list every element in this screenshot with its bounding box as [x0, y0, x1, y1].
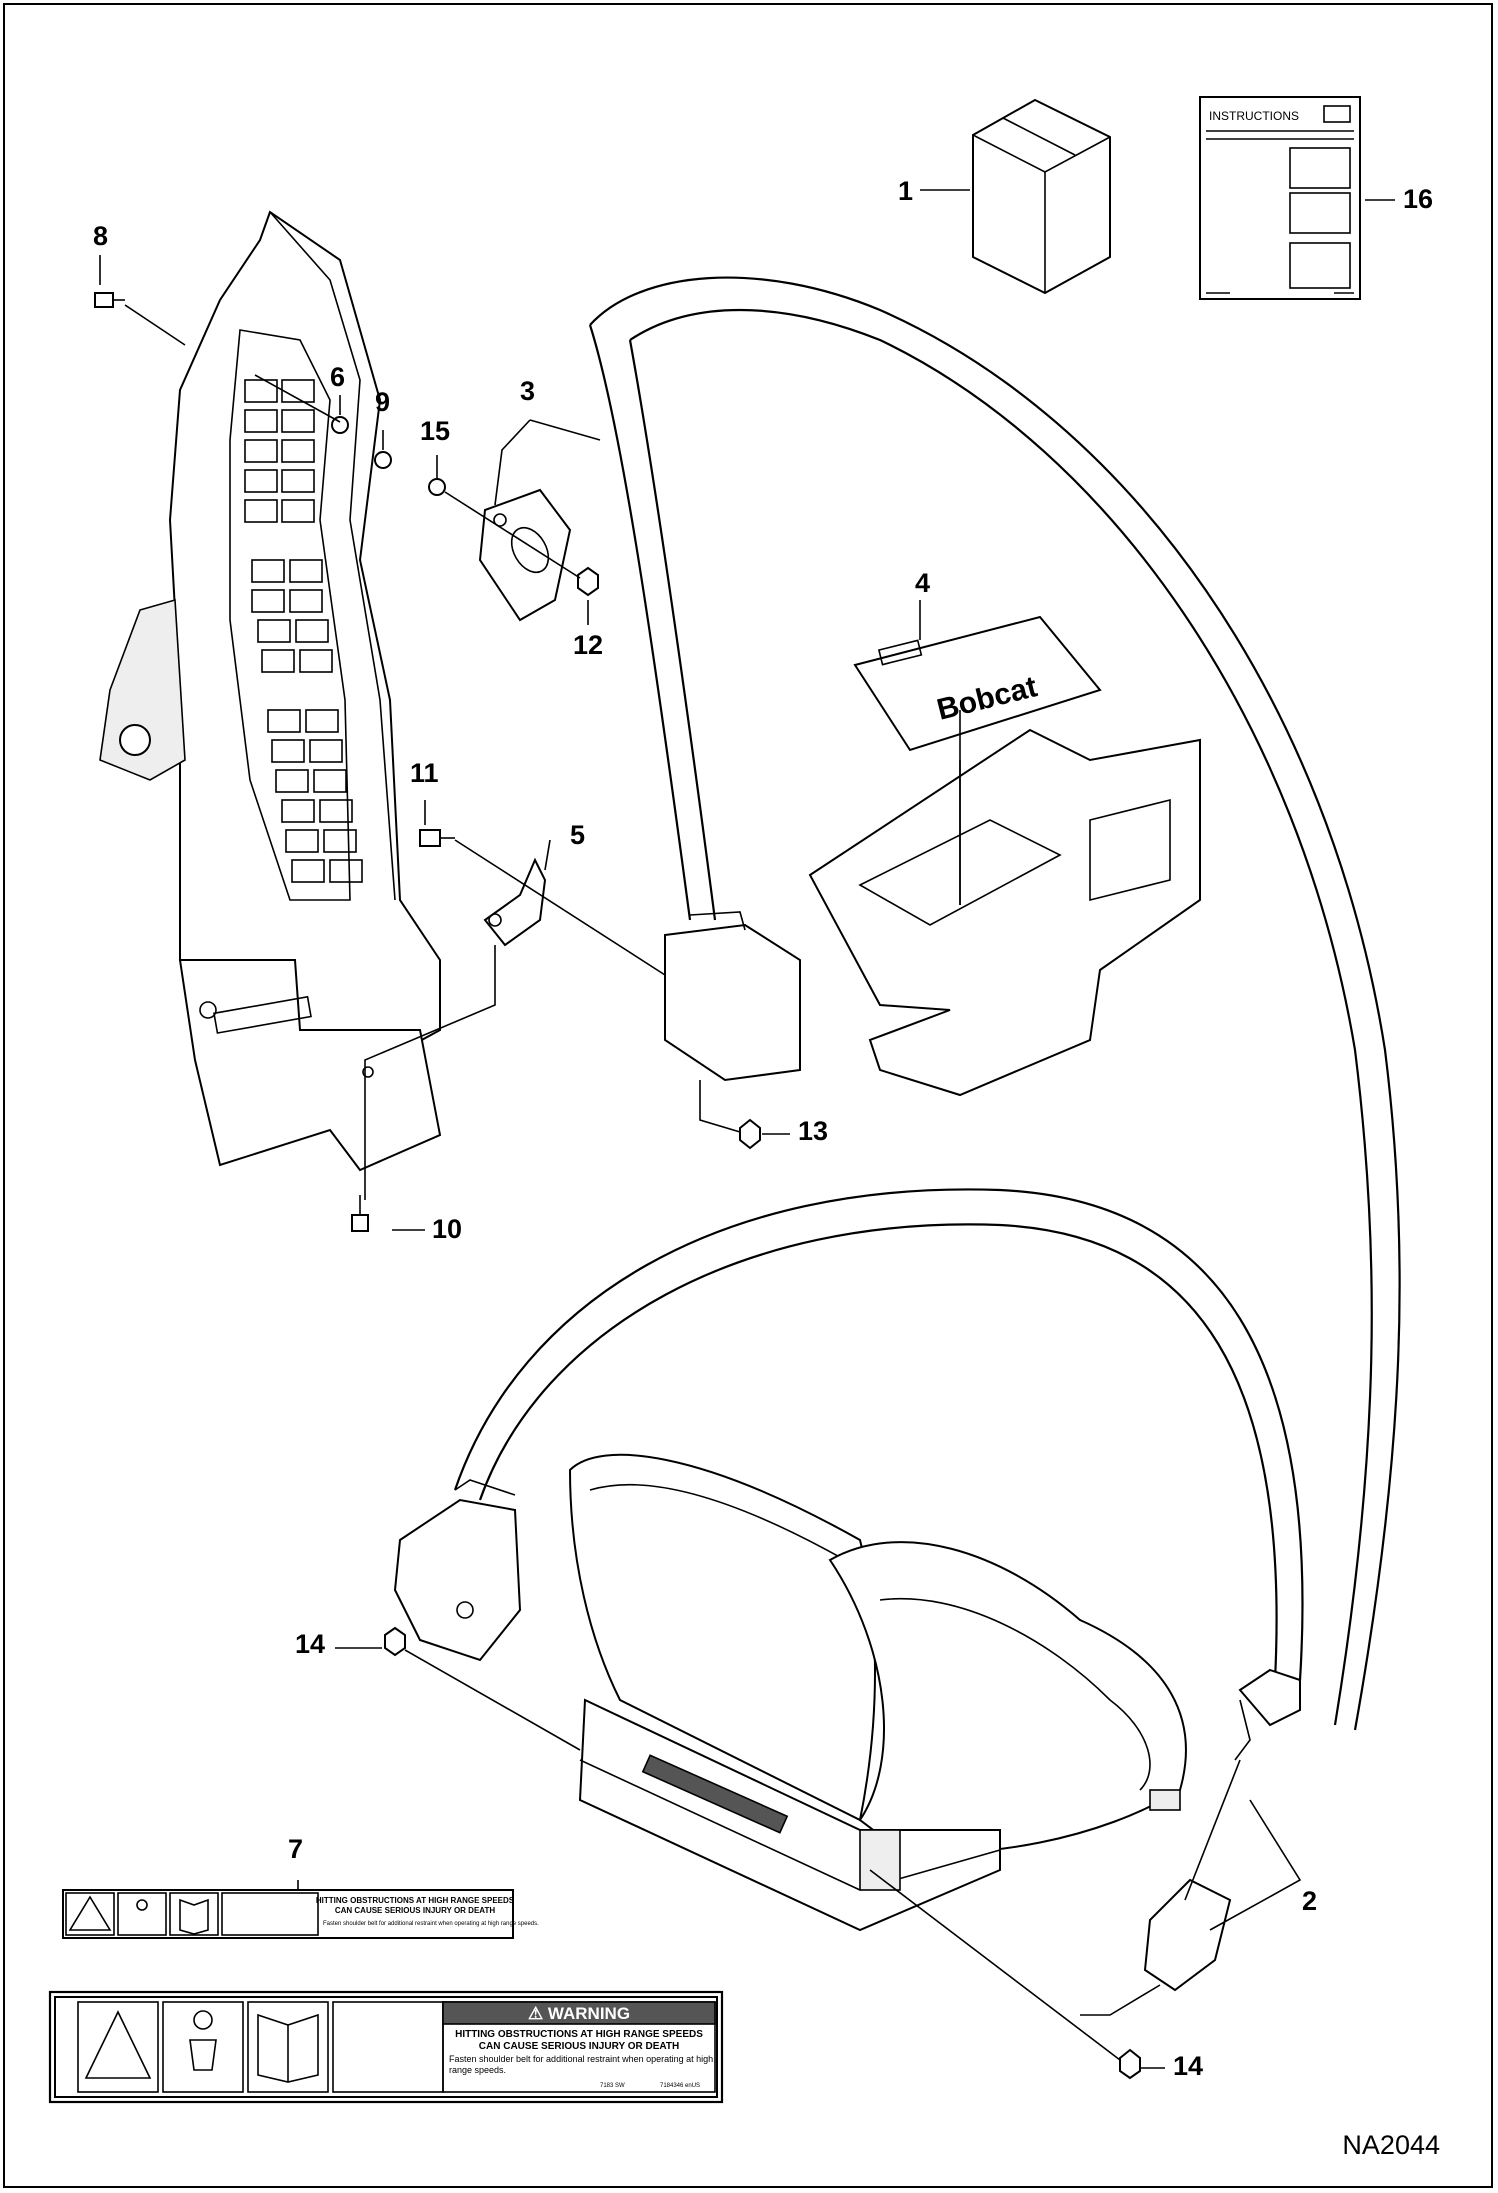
callout-4: 4: [915, 568, 931, 598]
instructions-title: INSTRUCTIONS: [1209, 109, 1299, 123]
decal-large-code2: 7184346 enUS: [660, 2083, 700, 2089]
callout-2: 2: [1302, 1886, 1318, 1916]
decal-small: HITTING OBSTRUCTIONS AT HIGH RANGE SPEED…: [62, 1889, 539, 1939]
lap-belt: [393, 1188, 1304, 1681]
logo-panel: Bobcat: [853, 615, 1102, 752]
bolt-11: [419, 829, 441, 847]
callout-16: 16: [1403, 184, 1434, 214]
callout-8: 8: [93, 221, 109, 251]
callout-12: 12: [573, 630, 604, 660]
nut-12: [577, 566, 599, 597]
callout-3: 3: [520, 376, 536, 406]
callout-6: 6: [330, 362, 346, 392]
diagram-frame: [3, 3, 1493, 2188]
bolt-10: [351, 1214, 369, 1232]
callout-5: 5: [570, 820, 586, 850]
decal-small-line1: HITTING OBSTRUCTIONS AT HIGH RANGE SPEED…: [316, 1896, 515, 1905]
callout-10: 10: [432, 1214, 463, 1244]
callout-13: 13: [798, 1116, 829, 1146]
nut-14-upper: [384, 1626, 406, 1657]
operator-seat: [568, 1453, 1187, 1932]
decal-large-line2: CAN CAUSE SERIOUS INJURY OR DEATH: [479, 2041, 679, 2052]
buckle-part-2: [1080, 1668, 1301, 2016]
shoulder-belt-strap: [588, 276, 1401, 1731]
bracket-part-3: [478, 488, 572, 622]
decal-large-line4: range speeds.: [449, 2065, 506, 2075]
callout-11: 11: [410, 758, 439, 788]
fasteners: [94, 292, 1141, 2080]
side-panel: [99, 210, 442, 1172]
decal-small-line2: CAN CAUSE SERIOUS INJURY OR DEATH: [335, 1906, 496, 1915]
leader-lines: [99, 189, 1395, 2069]
callout-14-lower: 14: [1173, 2051, 1204, 2081]
nut-13: [739, 1118, 761, 1150]
kit-box: [972, 98, 1111, 295]
mounting-frame: [808, 710, 1201, 1097]
callout-15: 15: [420, 416, 451, 446]
callout-7: 7: [288, 1834, 304, 1864]
callout-1: 1: [898, 176, 914, 206]
decal-large-line1: HITTING OBSTRUCTIONS AT HIGH RANGE SPEED…: [455, 2029, 703, 2040]
callout-9: 9: [375, 387, 391, 417]
decal-small-line3: Fasten shoulder belt for additional rest…: [323, 1921, 539, 1927]
bolt-8: [94, 292, 114, 308]
washer-9: [374, 451, 392, 469]
bushing-15: [428, 478, 446, 496]
nut-14-lower: [1119, 2048, 1141, 2080]
decal-large-line3: Fasten shoulder belt for additional rest…: [449, 2054, 713, 2064]
instructions-sheet: [1199, 96, 1361, 300]
callout-14-upper: 14: [295, 1629, 326, 1659]
decal-large: ⚠ WARNING HITTING OBSTRUCTIONS AT HIGH R…: [48, 1990, 724, 2104]
washer-6: [331, 416, 349, 434]
decal-warning-header: ⚠ WARNING: [528, 2004, 630, 2023]
decal-large-code1: 7183 SW: [600, 2083, 625, 2089]
bracket-part-5: [483, 857, 547, 947]
figure-id: NA2044: [1342, 2130, 1440, 2160]
